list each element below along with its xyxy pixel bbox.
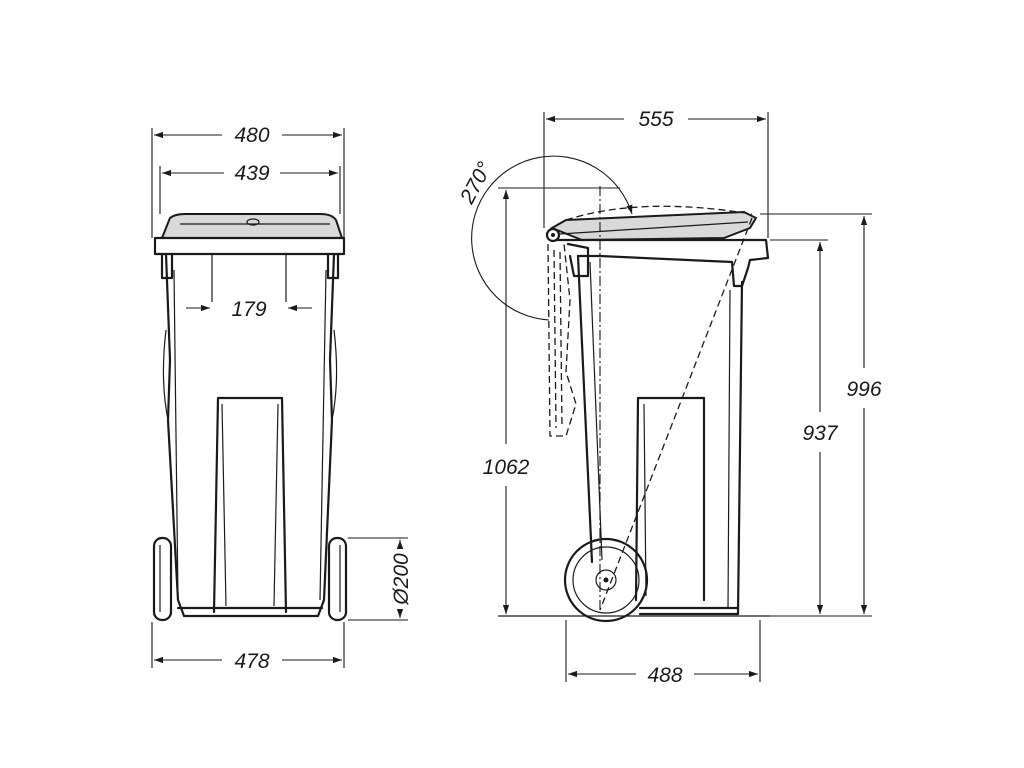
side-wheel [563,537,649,623]
dim-depth: 555 [638,108,673,131]
rotation-arc [471,155,633,321]
front-body [164,252,336,618]
dim-handle-spacing: 179 [231,298,266,321]
front-recess [212,396,288,614]
front-view: 480 439 179 Ø200 478 [151,124,413,673]
side-lid [549,210,758,242]
side-recess [634,396,706,602]
dim-inner-width: 439 [234,162,269,185]
front-right-wheel [327,536,348,622]
dim-base-width: 478 [234,650,269,673]
front-lid-rim [153,236,346,256]
dim-open-height: 1062 [483,456,530,479]
dim-rim-height: 937 [802,422,838,445]
dim-wheel-base: 488 [647,664,682,687]
hinge-icon [545,227,561,243]
side-rim [554,238,770,288]
front-left-wheel [152,536,173,622]
side-body [576,254,744,616]
front-lid-top [160,213,344,239]
dim-wheel-diameter: Ø200 [390,553,413,606]
dim-total-height: 996 [846,378,881,401]
dim-lid-angle: 270° [455,158,496,208]
dim-lid-width: 480 [234,124,269,147]
open-lid-dashed [547,243,577,437]
side-view: 270° 555 1062 937 996 488 [455,108,881,687]
